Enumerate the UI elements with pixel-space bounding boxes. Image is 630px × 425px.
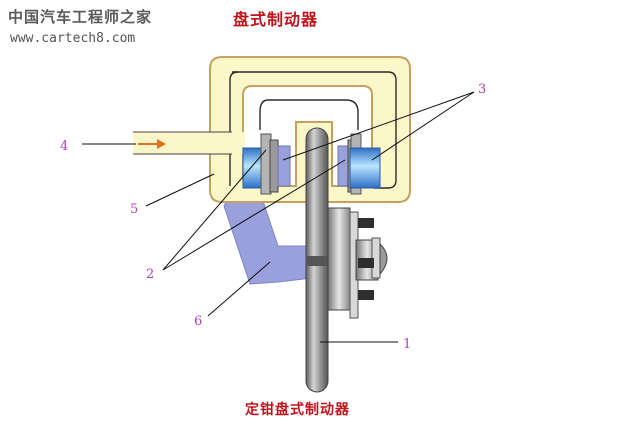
left-brake-pad [277, 145, 291, 187]
label-6: 6 [194, 314, 202, 329]
caliper-outline [232, 71, 397, 189]
right-piston [349, 147, 381, 189]
leader-line-3-b [371, 91, 475, 161]
fluid-inlet-pipe [133, 132, 245, 154]
hub-flange [327, 207, 351, 311]
wheel-stud-2 [358, 258, 374, 268]
fluid-flow-arrow-head [157, 139, 166, 149]
label-3: 3 [478, 82, 486, 97]
wheel-stud-1 [358, 218, 374, 228]
label-4: 4 [60, 139, 68, 154]
label-1: 1 [403, 337, 411, 352]
caliper-mounting-bracket [223, 197, 313, 285]
diagram-title: 盘式制动器 [233, 10, 319, 29]
leader-line-6 [207, 261, 271, 317]
label-2: 2 [146, 267, 154, 282]
wheel-stud-3 [358, 290, 374, 300]
label-5: 5 [130, 202, 138, 217]
caliper-inner-outline [229, 71, 239, 186]
leader-line-3-a [282, 91, 475, 161]
caliper-bridge-outline [259, 99, 359, 130]
leader-line-5 [145, 173, 215, 207]
watermark-site-name: 中国汽车工程师之家 [8, 8, 153, 26]
leader-line-2-b [162, 159, 346, 271]
watermark-url: www.cartech8.com [10, 31, 136, 46]
left-pad-backing [269, 139, 279, 193]
leader-lines [82, 91, 475, 343]
hub-cap [379, 242, 388, 276]
leader-line-2-a [162, 149, 267, 271]
diagram-caption: 定钳盘式制动器 [245, 402, 350, 418]
brake-disc-hub-band [306, 256, 328, 266]
